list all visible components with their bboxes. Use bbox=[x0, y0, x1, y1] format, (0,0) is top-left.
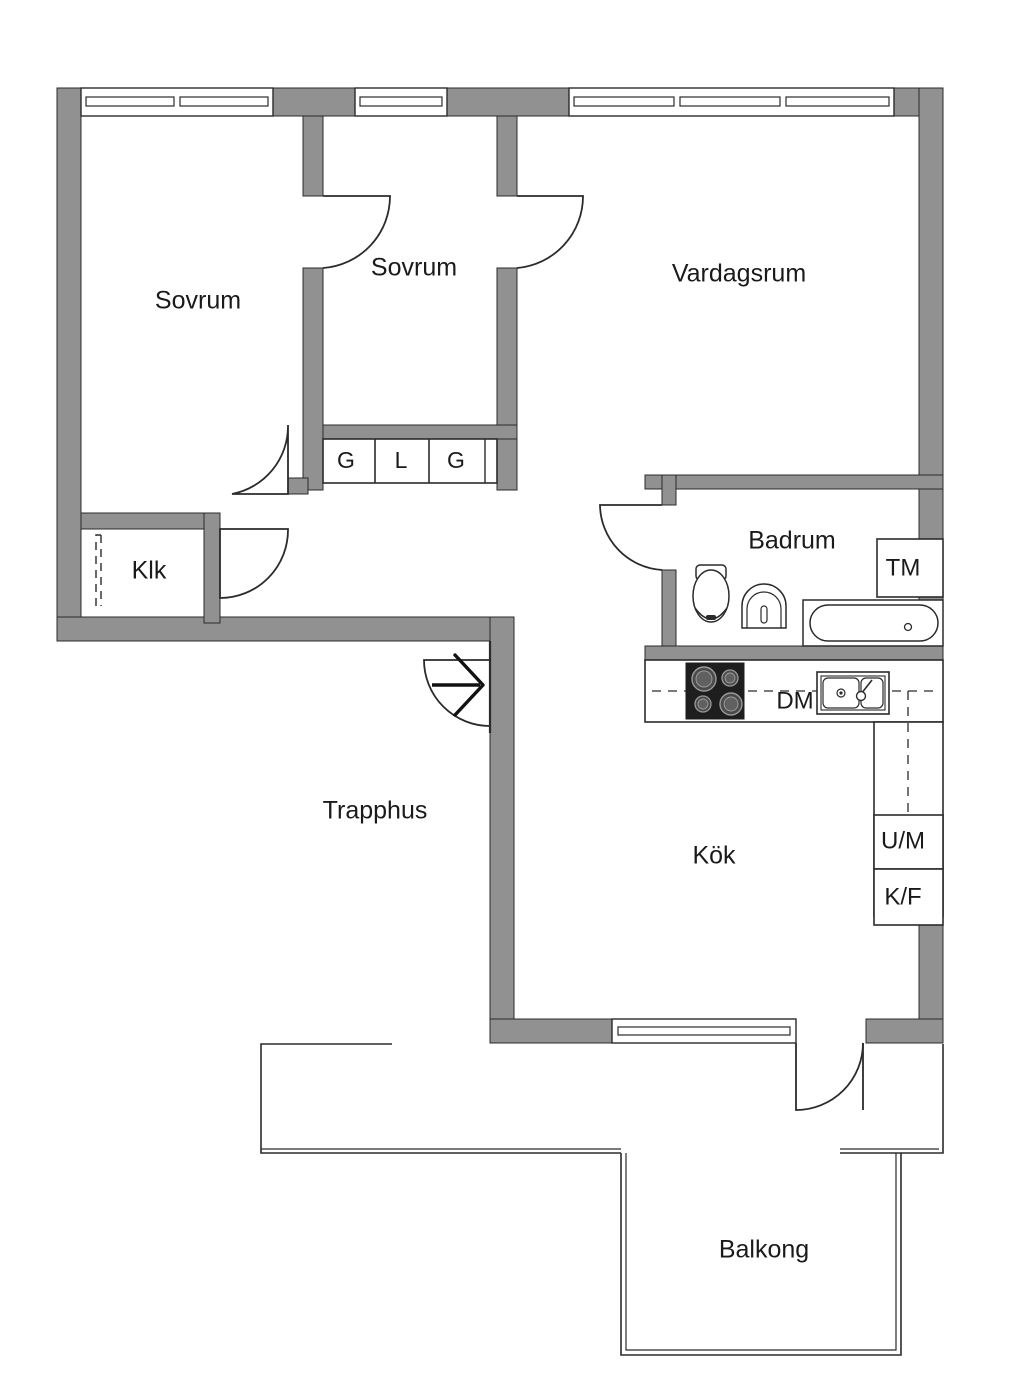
appliance-label-tm: TM bbox=[886, 554, 921, 581]
closet-cell-g-left-label: G bbox=[337, 447, 355, 473]
closet-unit-glg: G L G bbox=[322, 438, 498, 484]
balcony-group bbox=[260, 1043, 944, 1356]
wall-bedroom2-bottom bbox=[322, 424, 518, 440]
room-label-kok: Kök bbox=[692, 842, 736, 870]
appliance-label-kf: K/F bbox=[884, 883, 921, 910]
klk-shelf-dashed bbox=[95, 534, 102, 606]
door-klk bbox=[219, 528, 289, 599]
room-label-sovrum-2: Sovrum bbox=[371, 254, 457, 282]
room-labels-group: Sovrum Sovrum Vardagsrum Badrum Kök Trap… bbox=[132, 254, 836, 1264]
windows-group bbox=[80, 87, 895, 1044]
wall-klk-top bbox=[80, 512, 217, 530]
door-sovrum-2 bbox=[322, 195, 391, 269]
appliance-labels-group: TM DM U/M K/F bbox=[776, 554, 925, 910]
wall-between-bedrooms-lower bbox=[302, 267, 324, 491]
bathroom-fixtures-group bbox=[692, 538, 944, 647]
door-badrum bbox=[599, 504, 663, 571]
wall-bedroom2-livingroom-lower bbox=[496, 267, 518, 491]
wall-hall-left bbox=[489, 616, 515, 1044]
kitchen-sink-icon bbox=[816, 671, 890, 715]
window-sovrum-1 bbox=[80, 87, 274, 117]
lower-slab-right-outline bbox=[840, 1044, 944, 1154]
door-sovrum-1 bbox=[231, 424, 289, 495]
room-label-klk: Klk bbox=[132, 557, 167, 585]
room-label-badrum: Badrum bbox=[748, 527, 836, 555]
door-entry bbox=[423, 641, 492, 733]
closet-cell-g-right-label: G bbox=[447, 447, 465, 473]
window-kok bbox=[611, 1018, 797, 1044]
wall-bedroom1-door-jamb bbox=[287, 477, 309, 495]
kitchen-counter-group bbox=[644, 659, 944, 926]
door-balkong bbox=[795, 1042, 864, 1111]
washbasin-fixture-icon bbox=[741, 583, 787, 629]
room-label-vardagsrum: Vardagsrum bbox=[672, 260, 806, 288]
doors-group bbox=[219, 195, 864, 1111]
room-label-trapphus: Trapphus bbox=[323, 797, 428, 825]
bathtub-fixture-icon bbox=[802, 599, 944, 647]
wall-badrum-bottom bbox=[644, 645, 944, 661]
wall-bedroom2-livingroom-upper bbox=[496, 115, 518, 197]
stove-hob-icon bbox=[685, 662, 745, 720]
room-label-balkong: Balkong bbox=[719, 1236, 809, 1264]
wall-bedrooms-bottom bbox=[56, 616, 515, 642]
wall-klk-right bbox=[203, 512, 221, 624]
appliance-tm-box bbox=[876, 538, 944, 598]
room-label-sovrum-1: Sovrum bbox=[155, 287, 241, 315]
wall-exterior-left bbox=[56, 87, 82, 642]
closet-cell-l-label: L bbox=[395, 447, 408, 473]
lower-slab-left-outline bbox=[260, 1043, 621, 1154]
window-vardagsrum bbox=[568, 87, 895, 117]
entry-direction-arrow-icon bbox=[432, 653, 485, 717]
toilet-fixture-icon bbox=[692, 564, 730, 623]
door-vardagsrum bbox=[516, 195, 584, 269]
wall-badrum-left-top bbox=[661, 474, 677, 506]
wall-kitchen-bottom-right bbox=[865, 1018, 944, 1044]
window-sovrum-2 bbox=[354, 87, 448, 117]
wall-badrum-top bbox=[644, 474, 944, 490]
appliance-label-um: U/M bbox=[881, 827, 925, 854]
appliance-label-dm: DM bbox=[776, 687, 813, 714]
balcony-railing bbox=[620, 1153, 902, 1356]
wall-kitchen-bottom-left bbox=[489, 1018, 613, 1044]
wall-between-bedrooms-upper bbox=[302, 115, 324, 197]
appliance-kf-box bbox=[873, 868, 944, 926]
